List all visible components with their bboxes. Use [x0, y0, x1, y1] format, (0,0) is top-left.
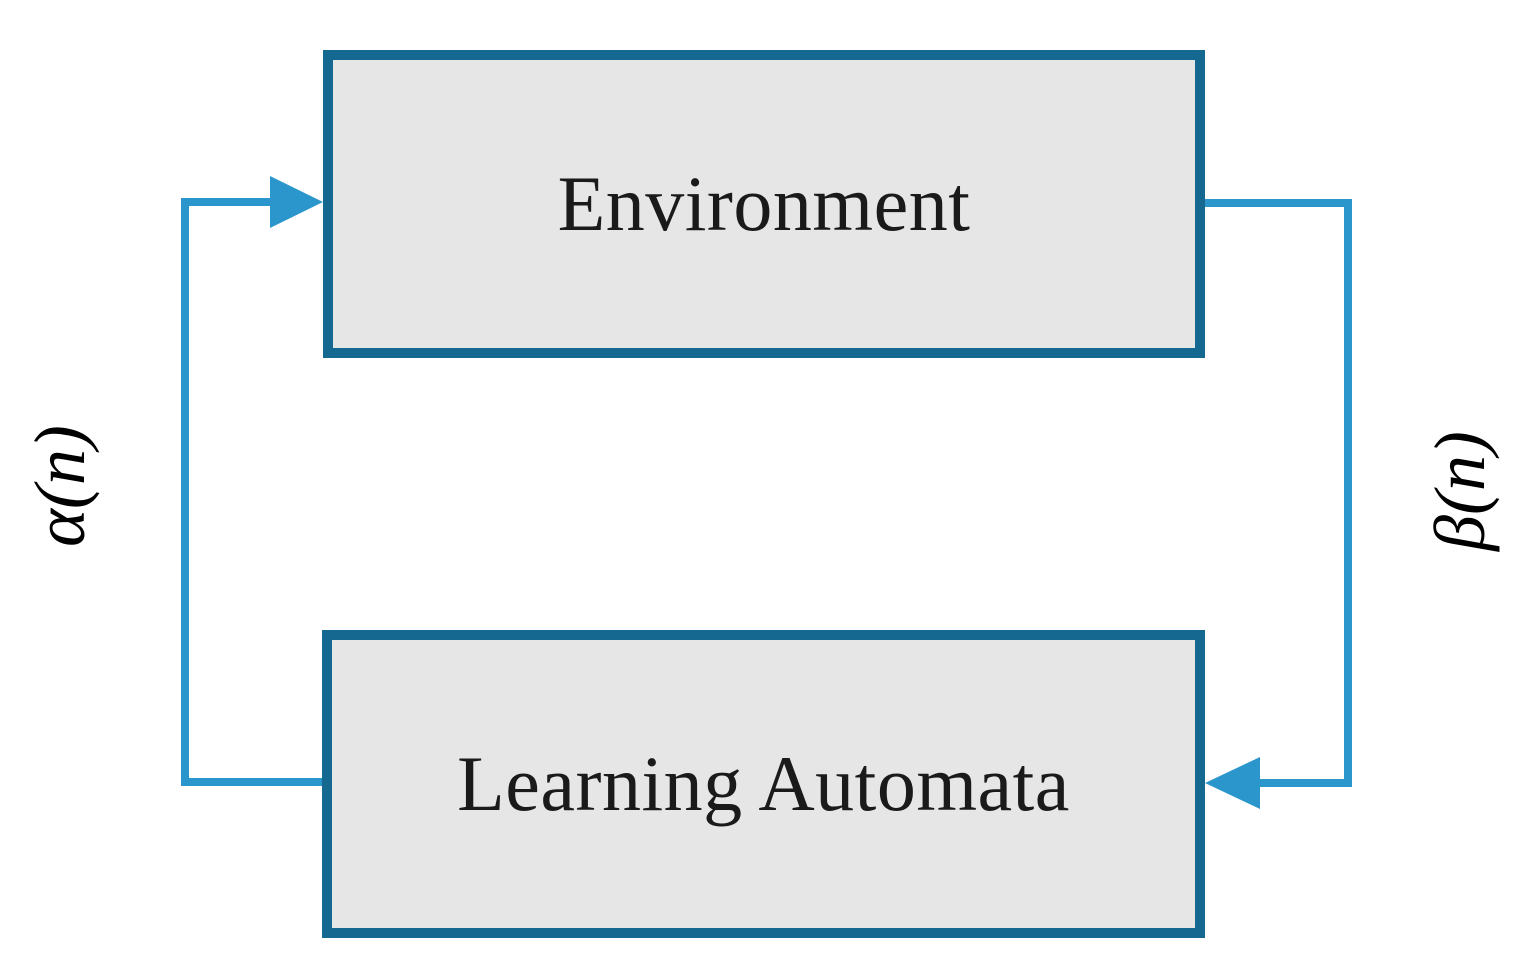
- edge-beta-arrowhead-icon: [1205, 757, 1260, 809]
- node-environment: Environment: [323, 50, 1205, 358]
- edge-alpha-connector: [181, 176, 323, 786]
- edge-alpha-arrowhead-icon: [270, 176, 323, 228]
- node-environment-label: Environment: [557, 160, 971, 247]
- edge-label-alpha: α(n): [20, 425, 100, 547]
- edge-beta-path: [1205, 199, 1352, 787]
- edge-label-beta: β(n): [1420, 431, 1500, 551]
- edge-beta-connector: [1205, 199, 1352, 809]
- node-learning-automata: Learning Automata: [322, 630, 1205, 938]
- node-learning-automata-label: Learning Automata: [457, 740, 1070, 827]
- edge-alpha-path: [181, 198, 322, 786]
